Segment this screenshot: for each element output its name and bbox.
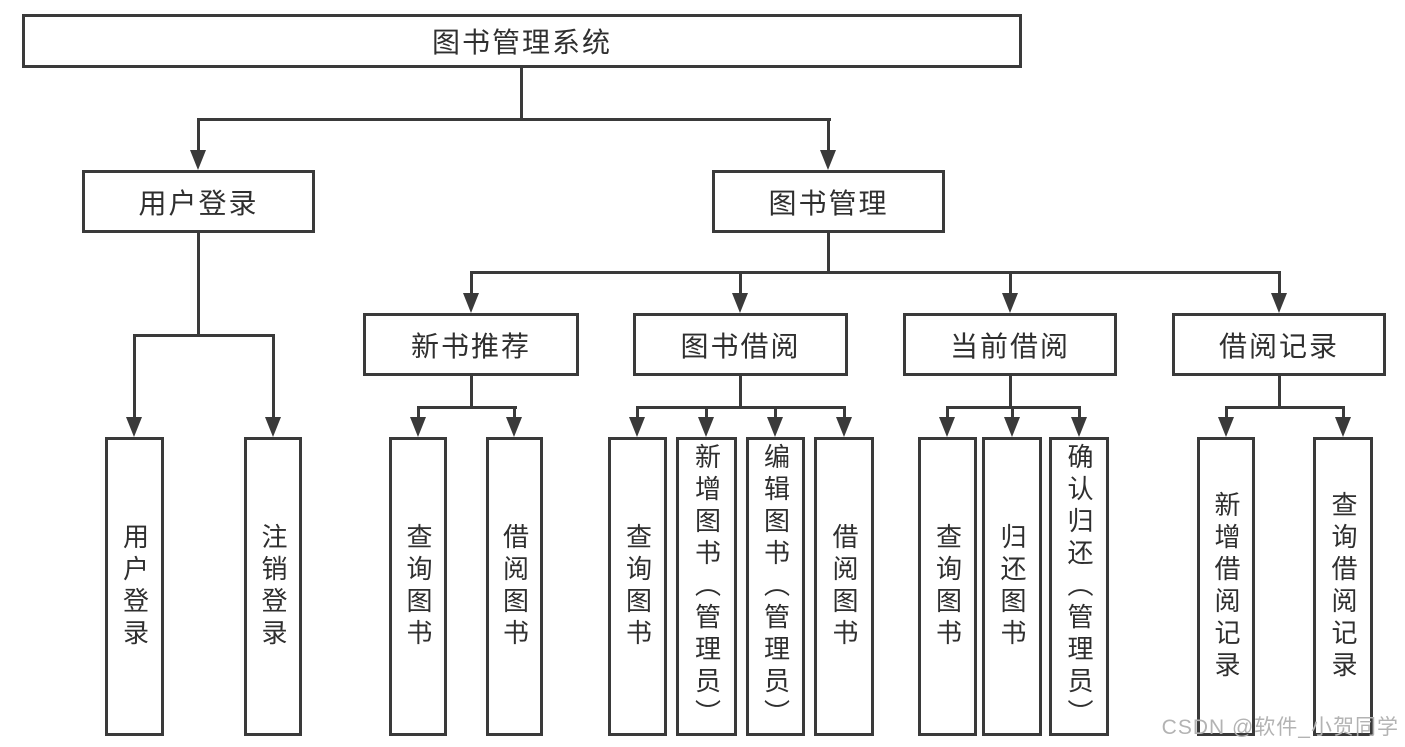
arrow-head-down-icon xyxy=(939,417,955,437)
node-label: 用户登录 xyxy=(119,522,150,651)
arrow-shaft xyxy=(1077,406,1081,419)
arrow-shaft xyxy=(416,406,420,419)
arrow-shaft xyxy=(469,271,473,295)
node-borrow-books-recommend: 借阅图书 xyxy=(486,437,543,736)
node-label: 查询借阅记录 xyxy=(1328,490,1358,683)
node-label: 确认归还（管理员） xyxy=(1064,442,1094,731)
node-query-books-current: 查询图书 xyxy=(918,437,977,736)
arrow-head-down-icon xyxy=(506,417,522,437)
node-label: 当前借阅 xyxy=(949,330,1070,362)
node-label: 注销登录 xyxy=(258,522,288,651)
arrow-shaft xyxy=(196,118,200,152)
arrow-shaft xyxy=(132,334,136,419)
connector-segment xyxy=(133,334,275,337)
arrow-shaft xyxy=(1008,271,1012,295)
arrow-head-down-icon xyxy=(1218,417,1234,437)
arrow-head-down-icon xyxy=(126,417,142,437)
node-label: 图书借阅 xyxy=(680,330,801,362)
arrow-head-down-icon xyxy=(463,293,479,313)
node-book-borrowing: 图书借阅 xyxy=(633,313,848,376)
arrow-head-down-icon xyxy=(1271,293,1287,313)
connector-segment xyxy=(946,406,1081,409)
arrow-head-down-icon xyxy=(836,417,852,437)
connector-segment xyxy=(1009,376,1012,408)
connector-segment xyxy=(470,271,1281,274)
arrow-shaft xyxy=(945,406,949,419)
connector-segment xyxy=(197,233,200,336)
arrow-head-down-icon xyxy=(265,417,281,437)
arrow-head-down-icon xyxy=(1335,417,1351,437)
node-library-management-system: 图书管理系统 xyxy=(22,14,1022,68)
arrow-head-down-icon xyxy=(820,150,836,170)
node-label: 查询图书 xyxy=(403,522,433,651)
connector-segment xyxy=(417,406,517,409)
node-label: 借阅图书 xyxy=(829,522,859,651)
arrow-head-down-icon xyxy=(629,417,645,437)
arrow-head-down-icon xyxy=(698,417,714,437)
node-confirm-return-admin: 确认归还（管理员） xyxy=(1049,437,1109,736)
node-query-borrowing-record: 查询借阅记录 xyxy=(1313,437,1373,736)
node-label: 借阅图书 xyxy=(499,522,530,651)
node-borrow-books: 借阅图书 xyxy=(814,437,874,736)
arrow-shaft xyxy=(271,334,275,419)
node-label: 新增图书（管理员） xyxy=(691,442,722,731)
arrow-shaft xyxy=(635,406,639,419)
arrow-head-down-icon xyxy=(1004,417,1020,437)
node-book-management: 图书管理 xyxy=(712,170,945,233)
arrow-head-down-icon xyxy=(1002,293,1018,313)
node-user-login: 用户登录 xyxy=(82,170,315,233)
node-label: 新增借阅记录 xyxy=(1211,490,1241,683)
connector-segment xyxy=(827,233,830,273)
node-return-books: 归还图书 xyxy=(982,437,1042,736)
connector-segment xyxy=(1225,406,1345,409)
node-label: 借阅记录 xyxy=(1218,330,1339,362)
arrow-shaft xyxy=(1341,406,1345,419)
node-logout-action: 注销登录 xyxy=(244,437,302,736)
node-label: 归还图书 xyxy=(997,522,1027,651)
node-add-books-admin: 新增图书（管理员） xyxy=(676,437,737,736)
node-edit-books-admin: 编辑图书（管理员） xyxy=(746,437,805,736)
node-label: 查询图书 xyxy=(622,522,653,651)
watermark: CSDN @软件_小贺同学 xyxy=(1161,716,1399,739)
arrow-shaft xyxy=(842,406,846,419)
node-label: 图书管理系统 xyxy=(431,27,612,58)
connector-segment xyxy=(520,68,523,120)
node-label: 用户登录 xyxy=(138,187,259,219)
node-label: 编辑图书（管理员） xyxy=(760,442,791,731)
node-query-books-recommend: 查询图书 xyxy=(389,437,447,736)
arrow-head-down-icon xyxy=(767,417,783,437)
arrow-shaft xyxy=(512,406,516,419)
node-borrowing-records: 借阅记录 xyxy=(1172,313,1386,376)
arrow-shaft xyxy=(738,271,742,295)
arrow-shaft xyxy=(1277,271,1281,295)
arrow-head-down-icon xyxy=(732,293,748,313)
connector-segment xyxy=(470,376,473,408)
node-label: 图书管理 xyxy=(768,187,889,219)
arrow-head-down-icon xyxy=(190,150,206,170)
node-current-borrowing: 当前借阅 xyxy=(903,313,1117,376)
arrow-shaft xyxy=(826,118,830,152)
arrow-shaft xyxy=(1224,406,1228,419)
arrow-shaft xyxy=(1010,406,1014,419)
node-new-book-recommendation: 新书推荐 xyxy=(363,313,579,376)
arrow-head-down-icon xyxy=(1071,417,1087,437)
connector-segment xyxy=(197,118,831,121)
node-add-borrowing-record: 新增借阅记录 xyxy=(1197,437,1255,736)
arrow-head-down-icon xyxy=(410,417,426,437)
connector-segment xyxy=(636,406,846,409)
node-label: 新书推荐 xyxy=(410,330,531,362)
connector-segment xyxy=(739,376,742,408)
node-label: 查询图书 xyxy=(932,522,963,651)
arrow-shaft xyxy=(704,406,708,419)
arrow-shaft xyxy=(773,406,777,419)
node-user-login-action: 用户登录 xyxy=(105,437,164,736)
node-query-books-borrowing: 查询图书 xyxy=(608,437,667,736)
connector-segment xyxy=(1278,376,1281,408)
